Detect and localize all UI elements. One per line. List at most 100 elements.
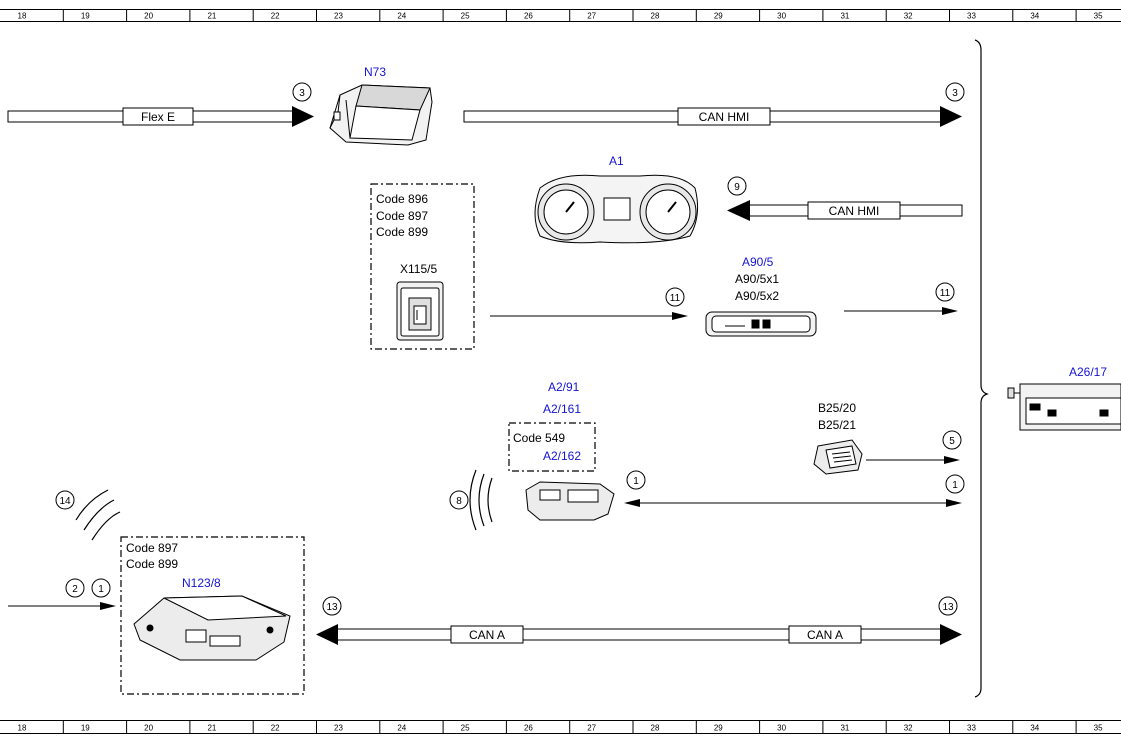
bottom-ruler-number: 28 [651,724,660,733]
bottom-ruler-number: 21 [207,724,216,733]
marker-1-mid: 1 [626,470,646,490]
top-ruler-number: 28 [651,12,660,21]
svg-text:3: 3 [299,88,305,99]
bottom-ruler-number: 24 [397,724,406,733]
marker-14: 14 [55,490,75,510]
can-hmi-a1-label: CAN HMI [829,204,880,218]
svg-text:3: 3 [952,88,958,99]
svg-text:1: 1 [98,584,104,595]
code-box-896 [370,183,475,350]
bottom-ruler-number: 25 [461,724,470,733]
can-hmi-top-label: CAN HMI [699,110,750,124]
top-ruler-number: 19 [81,12,90,21]
bottom-ruler-number: 35 [1094,724,1103,733]
top-ruler-number: 33 [967,12,976,21]
top-ruler-number: 26 [524,12,533,21]
marker-11-left: 11 [665,287,685,307]
top-ruler-number: 29 [714,12,723,21]
n73-switch-icon [329,84,433,146]
a90-5x1-label: A90/5x1 [735,272,779,286]
marker-13-left: 13 [322,596,342,616]
bottom-ruler-number: 26 [524,724,533,733]
bottom-ruler-number: 18 [18,724,27,733]
radio-receiver-icon [525,481,615,521]
bottom-ruler-number: 34 [1030,724,1039,733]
can-hmi-a1-bus: CAN HMI [727,200,963,221]
bottom-ruler-number: 33 [967,724,976,733]
a2-161-label: A2/161 [543,402,581,416]
top-ruler-number: 32 [904,12,913,21]
top-ruler-number: 20 [144,12,153,21]
marker-5: 5 [942,430,962,450]
code-897: Code 897 [376,209,428,223]
bottom-ruler-number: 20 [144,724,153,733]
instrument-cluster-icon [534,174,699,244]
code-549: Code 549 [513,431,565,445]
top-ruler-number: 30 [777,12,786,21]
svg-text:11: 11 [940,288,951,299]
marker-11-right: 11 [935,282,955,302]
bottom-ruler-number: 19 [81,724,90,733]
b25-20-label: B25/20 [818,401,856,415]
svg-text:1: 1 [952,480,958,491]
top-ruler-number: 31 [840,12,849,21]
top-ruler-number: 35 [1094,12,1103,21]
marker-3-left: 3 [292,82,312,102]
code-899-n123: Code 899 [126,557,178,571]
top-ruler-number: 24 [397,12,406,21]
right-brace [974,39,989,698]
flex-e-bus: Flex E [7,106,314,127]
n73-label: N73 [364,65,386,79]
top-ruler-number: 23 [334,12,343,21]
a1-label: A1 [609,154,624,168]
marker-1-left: 1 [91,578,111,598]
a90-5x2-label: A90/5x2 [735,289,779,303]
code-box-549 [508,422,596,472]
top-ruler-number: 21 [207,12,216,21]
code-box-n123 [120,536,305,695]
marker-9: 9 [727,176,747,196]
bottom-ruler-number: 27 [587,724,596,733]
b25-21-label: B25/21 [818,418,856,432]
marker-8: 8 [449,490,469,510]
a2-91-label: A2/91 [548,380,580,394]
svg-text:1: 1 [633,476,639,487]
top-ruler-number: 18 [18,12,27,21]
can-hmi-top-bus: CAN HMI [463,106,962,127]
svg-text:5: 5 [949,436,955,447]
svg-text:11: 11 [670,293,681,304]
code-897-n123: Code 897 [126,541,178,555]
top-ruler-number: 34 [1030,12,1039,21]
communication-module-icon [133,595,291,661]
a2-162-label: A2/162 [543,449,581,463]
a26-17-label: A26/17 [1069,365,1107,379]
usb-hub-icon [705,311,817,337]
radio-waves-a2-icon [469,469,493,531]
svg-text:13: 13 [942,602,954,613]
code-896: Code 896 [376,192,428,206]
top-ruler-number: 22 [271,12,280,21]
sensor-icon [813,439,863,475]
head-unit-icon [1007,383,1121,431]
bottom-ruler-number: 29 [714,724,723,733]
usb-socket-icon [396,281,444,341]
top-ruler: 18 19 20 21 22 23 24 25 26 27 28 29 30 31 32 33 34 35 [0,9,1121,22]
bottom-ruler-number: 22 [271,724,280,733]
svg-text:14: 14 [59,496,71,507]
top-ruler-number: 27 [587,12,596,21]
a90-5-label: A90/5 [742,255,774,269]
can-a-right-label: CAN A [807,628,843,642]
marker-3-right: 3 [945,82,965,102]
code-899: Code 899 [376,225,428,239]
x115-5-label: X115/5 [400,262,437,276]
svg-text:13: 13 [326,602,338,613]
svg-text:8: 8 [456,496,462,507]
top-ruler-number: 25 [461,12,470,21]
bottom-ruler-number: 31 [840,724,849,733]
can-a-bus: CAN A CAN A [316,624,962,645]
radio-waves-n123-icon [75,489,121,541]
marker-13-right: 13 [938,596,958,616]
marker-2: 2 [65,578,85,598]
